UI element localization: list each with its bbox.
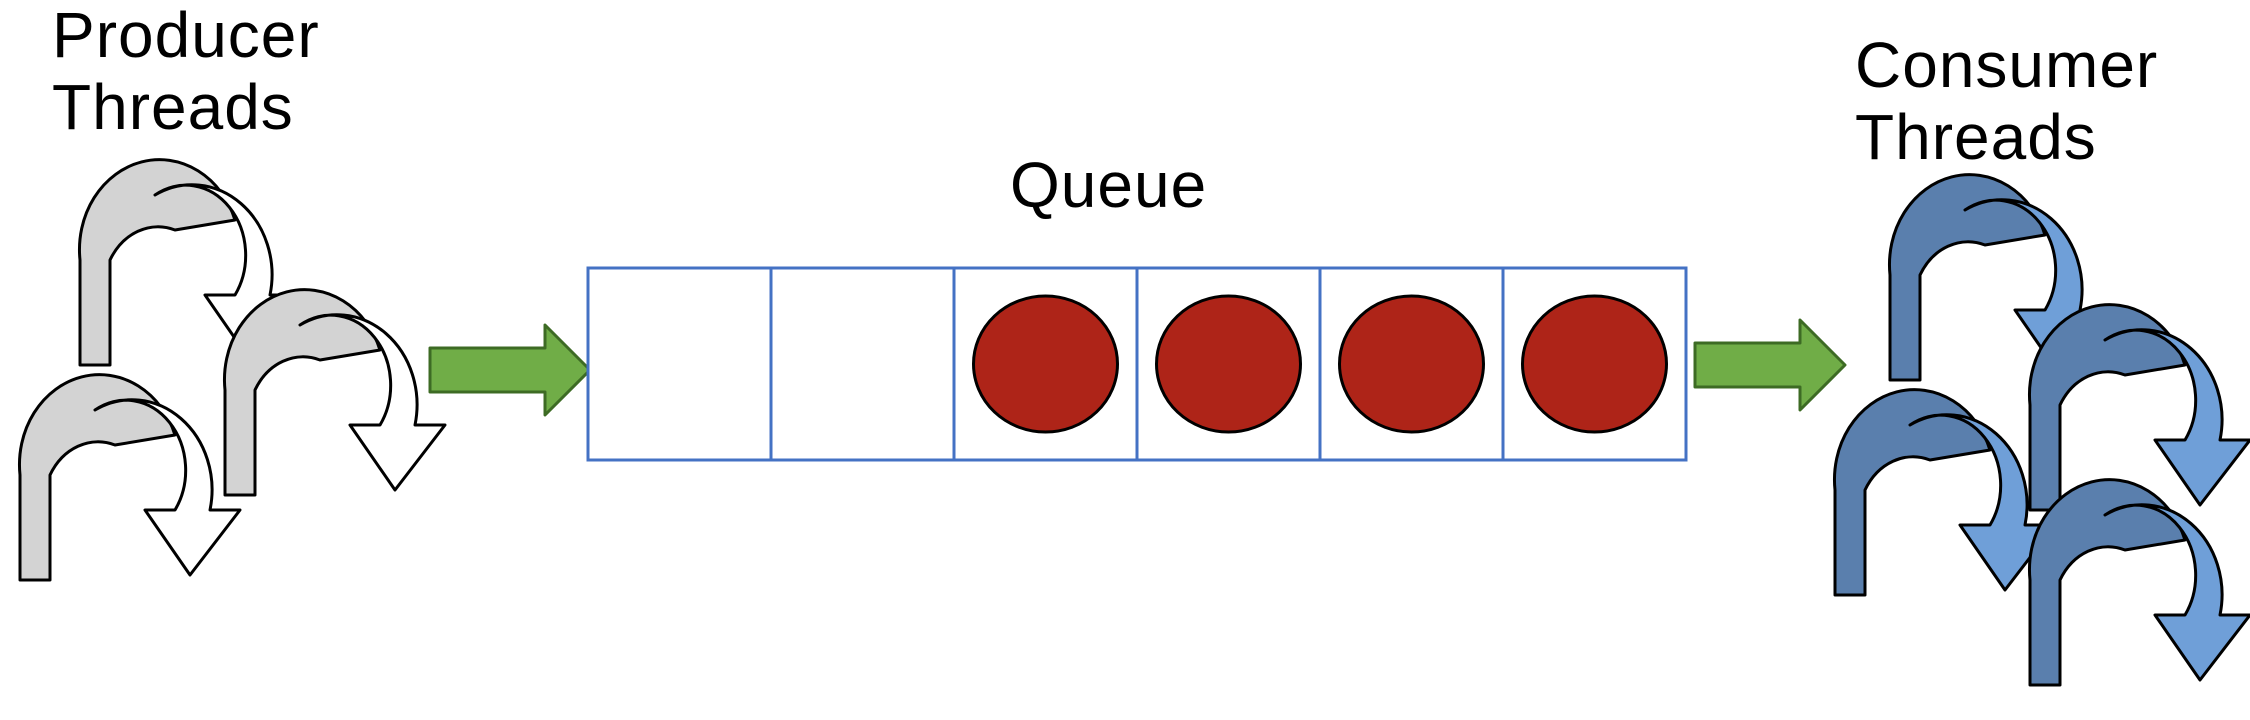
consumer-thread-icon-4	[2028, 478, 2250, 687]
producer-label-line2: Threads	[52, 70, 294, 143]
consumer-threads-label: Consumer Threads	[1855, 29, 2159, 173]
outflow-arrow-icon	[1693, 318, 1847, 412]
producer-thread-icon-3	[18, 373, 242, 582]
producer-thread-icon-2	[223, 288, 447, 497]
consumer-label-line1: Consumer	[1855, 29, 2159, 101]
consumer-thread-icon-2	[2028, 303, 2250, 512]
queue-label: Queue	[1010, 149, 1208, 221]
inflow-arrow-icon	[428, 323, 592, 417]
queue-item	[1338, 294, 1485, 434]
flow-arrows-group	[428, 318, 1847, 417]
queue-slot	[769, 266, 956, 462]
queue-item	[1521, 294, 1668, 434]
producer-threads-label: Producer Threads	[52, 0, 320, 143]
consumer-threads-group	[1833, 173, 2250, 687]
producer-threads-group	[18, 158, 447, 582]
queue-slot	[586, 266, 773, 462]
producer-label-line1: Producer	[52, 0, 320, 71]
queue-item	[972, 294, 1119, 434]
consumer-thread-icon-3	[1833, 388, 2057, 597]
consumer-label-line2: Threads	[1855, 100, 2097, 173]
queue-item	[1155, 294, 1302, 434]
queue-buffer	[586, 266, 1688, 462]
